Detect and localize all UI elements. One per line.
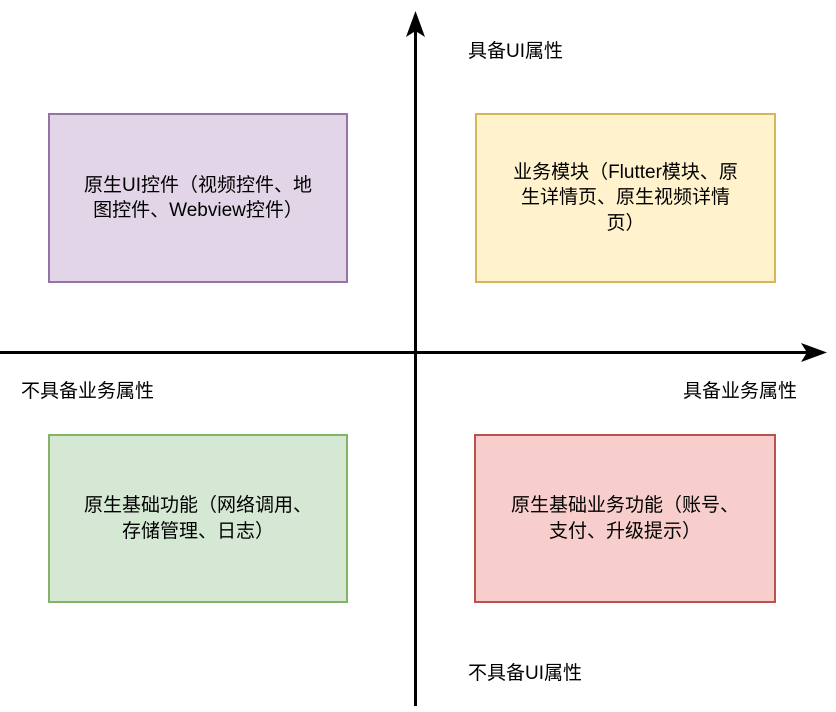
horizontal-axis-arrow-icon — [801, 343, 827, 362]
quadrant-box-top-left-label: 原生UI控件（视频控件、地 图控件、Webview控件） — [83, 174, 312, 221]
quadrant-box-bottom-right[interactable]: 原生基础业务功能（账号、 支付、升级提示） — [474, 434, 776, 603]
quadrant-box-top-left[interactable]: 原生UI控件（视频控件、地 图控件、Webview控件） — [48, 113, 348, 283]
quadrant-box-bottom-left[interactable]: 原生基础功能（网络调用、 存储管理、日志） — [48, 434, 348, 603]
axis-label-horizontal-left: 不具备业务属性 — [21, 381, 155, 402]
vertical-axis-arrow-icon — [406, 11, 425, 37]
quadrant-box-top-right[interactable]: 业务模块（Flutter模块、原 生详情页、原生视频详情 页） — [475, 113, 776, 283]
quadrant-box-top-right-label: 业务模块（Flutter模块、原 生详情页、原生视频详情 页） — [513, 161, 738, 234]
quadrant-box-bottom-left-label: 原生基础功能（网络调用、 存储管理、日志） — [83, 495, 312, 542]
axis-label-vertical-top: 具备UI属性 — [468, 41, 564, 62]
axis-label-horizontal-right: 具备业务属性 — [683, 381, 798, 402]
axis-label-vertical-bottom: 不具备UI属性 — [468, 663, 583, 684]
quadrant-box-bottom-right-label: 原生基础业务功能（账号、 支付、升级提示） — [510, 495, 739, 542]
